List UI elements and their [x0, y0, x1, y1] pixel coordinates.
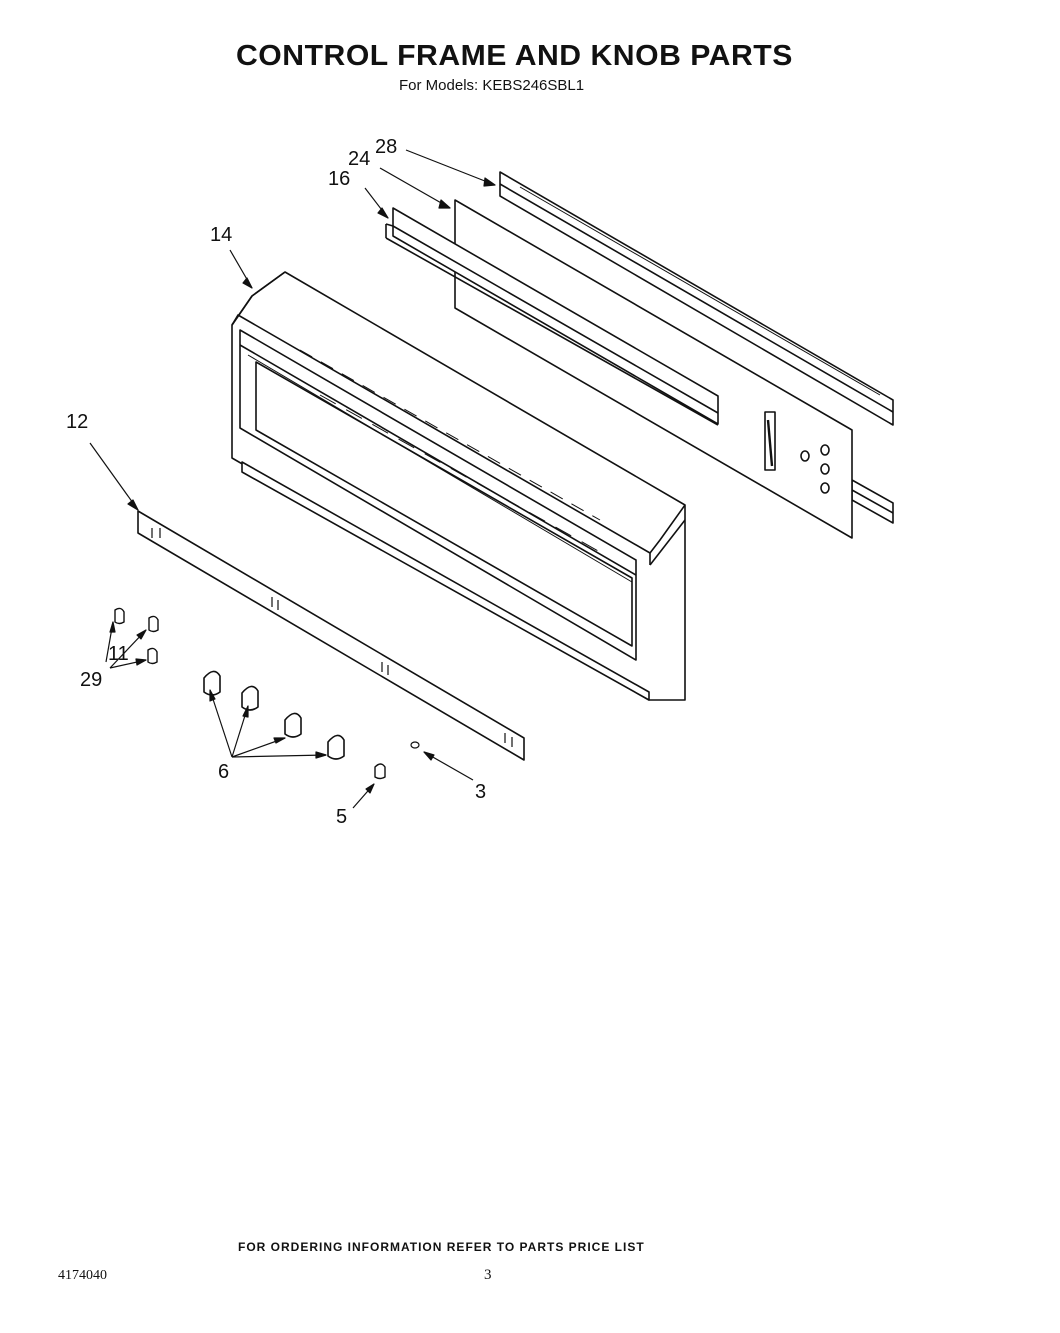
callout-6: 6: [218, 761, 229, 783]
page-title: CONTROL FRAME AND KNOB PARTS: [236, 40, 793, 72]
part-5-knob: [374, 763, 386, 780]
document-number: 4174040: [58, 1268, 107, 1283]
part-28-channel: [499, 171, 894, 524]
part-14-control-frame: [231, 271, 686, 701]
callout-29: 29: [80, 669, 102, 691]
callout-12: 12: [66, 411, 88, 433]
part-3-screw: [410, 741, 420, 749]
callout-16: 16: [328, 168, 350, 190]
part-6-knobs: [203, 670, 345, 760]
callout-5: 5: [336, 806, 347, 828]
part-12-nameplate: [137, 510, 525, 761]
callout-3: 3: [475, 781, 486, 803]
leader-lines: [89, 149, 496, 809]
part-11-29-small-knobs: [114, 607, 159, 665]
callout-11: 11: [108, 643, 129, 665]
model-subtitle: For Models: KEBS246SBL1: [399, 77, 585, 94]
callout-14: 14: [210, 224, 232, 246]
callout-28: 28: [375, 136, 397, 158]
page-number: 3: [484, 1267, 492, 1283]
ordering-note: FOR ORDERING INFORMATION REFER TO PARTS …: [238, 1240, 645, 1254]
part-16-channel: [385, 207, 719, 426]
callout-24: 24: [348, 148, 370, 170]
